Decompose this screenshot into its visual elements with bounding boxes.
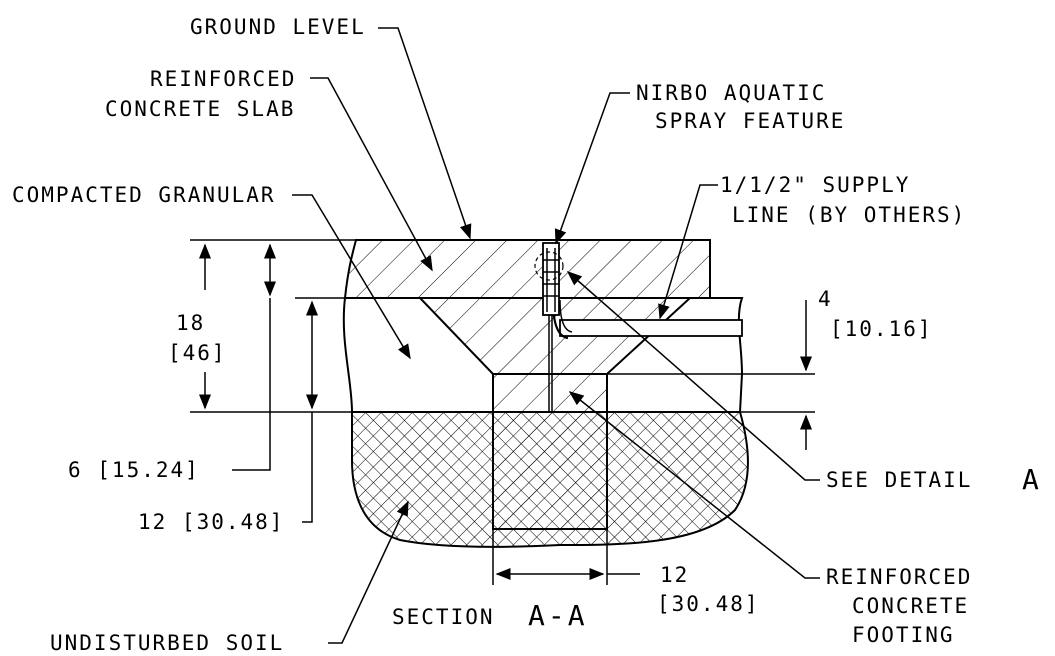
detail-letter: A — [1022, 463, 1042, 496]
dim-18: 18 — [176, 311, 205, 335]
section-id: A-A — [528, 599, 588, 632]
dim-18-metric: [46] — [168, 341, 227, 365]
dim-12-bottom-metric: [30.48] — [657, 592, 760, 616]
dim-6: 6 [15.24] — [68, 458, 200, 482]
footing-label-line3: FOOTING — [852, 623, 955, 647]
dim-4: 4 — [818, 287, 833, 311]
concrete-slab — [343, 239, 711, 299]
extension-lines — [190, 239, 815, 585]
slab-label-line2: CONCRETE SLAB — [105, 97, 295, 121]
dim-4-metric: [10.16] — [830, 317, 933, 341]
spray-feature — [534, 242, 564, 412]
dim-12-bottom: 12 — [660, 563, 689, 587]
soil-label: UNDISTURBED SOIL — [50, 631, 284, 655]
ground-level-label: GROUND LEVEL — [190, 15, 366, 39]
supply-label-line2: LINE (BY OTHERS) — [732, 203, 966, 227]
footing-neck — [492, 373, 608, 413]
section-label: SECTION — [392, 605, 495, 629]
footing-label-line2: CONCRETE — [852, 594, 969, 618]
leader-lines — [292, 27, 820, 644]
nirbo-label-line1: NIRBO AQUATIC — [636, 81, 826, 105]
slab-label-line1: REINFORCED — [150, 67, 296, 91]
supply-line — [551, 299, 743, 340]
nirbo-label-line2: SPRAY FEATURE — [655, 109, 845, 133]
see-detail-label: SEE DETAIL — [826, 468, 972, 492]
dimension-lines — [199, 243, 812, 580]
supply-label-line1: 1/1/2" SUPPLY — [720, 173, 910, 197]
dim-12-left: 12 [30.48] — [138, 510, 284, 534]
granular-label: COMPACTED GRANULAR — [12, 183, 276, 207]
footing-label-line1: REINFORCED — [826, 565, 972, 589]
